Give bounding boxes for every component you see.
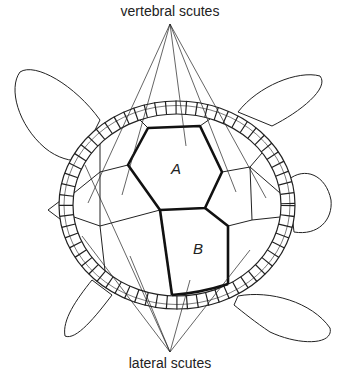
vertebral-scute-a — [128, 126, 222, 210]
lateral-scute-b-base — [172, 284, 228, 295]
rear-left-flipper — [65, 280, 112, 337]
lateral-scute-b-edge — [160, 210, 172, 295]
marginal-ring-mid — [64, 106, 290, 305]
group-label: lateral scutes — [129, 355, 211, 372]
leader-lines — [82, 24, 266, 352]
lateral-scute-b — [205, 208, 228, 284]
scute-lines — [74, 119, 280, 271]
shell-inner — [73, 114, 281, 296]
front-right-flipper — [238, 75, 322, 126]
shell-outer — [59, 101, 295, 309]
marginal-scute-ticks — [66, 108, 288, 303]
group-label: vertebral scutes — [121, 3, 220, 20]
scute-letter: A — [171, 160, 181, 177]
scute-letter: B — [193, 240, 203, 257]
rear-right-flipper — [234, 294, 330, 341]
